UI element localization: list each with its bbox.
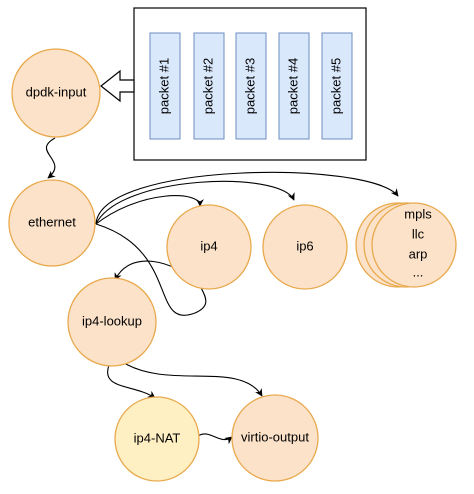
node-label: ethernet [28,214,76,229]
node-ip6[interactable]: ip6 [262,204,348,290]
node-label: ip4-NAT [134,430,181,445]
edge-lookup-to-virtio [123,362,263,397]
packet-box[interactable] [321,32,353,140]
edge-ethernet-to-ip4 [95,195,204,225]
edge-ethernet-to-ip6 [95,180,295,225]
packet-label: packet #4 [285,58,300,114]
node-label: arp [409,246,428,261]
node-virtio-output[interactable]: virtio-output [231,394,319,482]
packet-box[interactable] [149,32,181,140]
node-label: ip4-lookup [82,313,142,328]
node-label: ip4 [200,238,217,253]
edges [46,137,399,445]
edge-nat-to-virtio [197,433,233,445]
node-label: mpls [404,206,432,221]
edge-ethernet-to-mpls [95,171,399,225]
edge-dpdk-to-ethernet [46,137,56,179]
node-ip4-lookup[interactable]: ip4-lookup [67,277,157,367]
packet-label: packet #3 [242,58,257,114]
packet-box[interactable] [278,32,310,140]
packet-label: packet #2 [200,58,215,114]
packet-label: packet #5 [328,58,343,114]
node-ip4-nat[interactable]: ip4-NAT [114,396,200,482]
packet-list: packet #1 packet #2 packet #3 packet #4 … [149,32,353,140]
node-label: ip6 [296,238,313,253]
node-label: virtio-output [241,429,309,444]
node-label: llc [412,226,425,241]
edge-lookup-to-nat [107,364,156,399]
packet-label: packet #1 [156,58,171,114]
node-ethernet[interactable]: ethernet [8,179,96,267]
node-mpls-stack[interactable]: mpls llc arp ... [355,202,457,288]
node-ip4[interactable]: ip4 [166,204,252,290]
packet-box[interactable] [235,32,267,140]
packet-box[interactable] [193,32,225,140]
node-label: ... [413,264,424,279]
node-dpdk-input[interactable]: dpdk-input [11,48,101,138]
block-arrow-icon [100,69,135,103]
node-label: dpdk-input [26,84,87,99]
